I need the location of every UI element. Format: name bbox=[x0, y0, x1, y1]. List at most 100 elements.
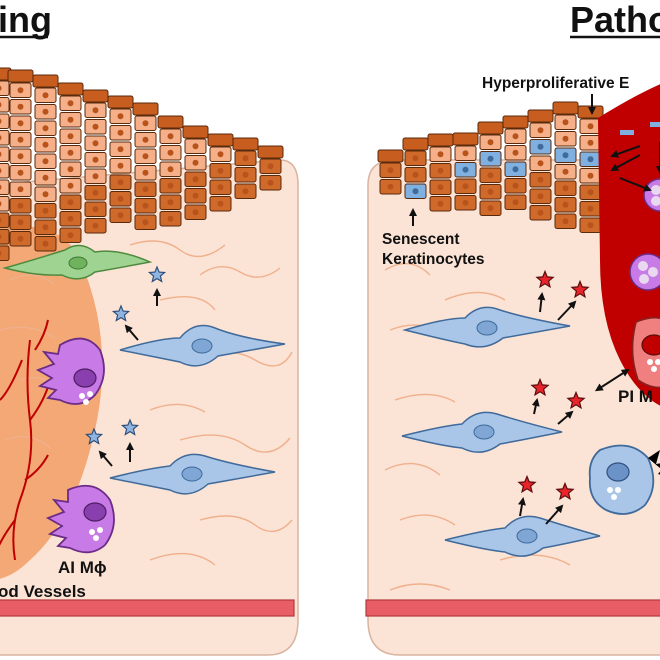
signal-star bbox=[111, 304, 131, 322]
keratinocyte bbox=[34, 137, 57, 153]
senescent-keratinocyte bbox=[504, 161, 527, 177]
keratinocyte bbox=[59, 227, 82, 243]
senescent-label-line1: Senescent bbox=[382, 231, 460, 248]
secretion-arrow bbox=[98, 450, 113, 467]
keratinocyte bbox=[34, 170, 57, 186]
keratinocyte bbox=[184, 155, 207, 171]
keratinocyte bbox=[504, 128, 527, 144]
secretion-arrow bbox=[557, 410, 574, 425]
keratinocyte bbox=[9, 148, 32, 164]
keratinocyte bbox=[9, 132, 32, 148]
cornified-cell bbox=[577, 105, 604, 119]
fibroblast bbox=[119, 324, 286, 367]
keratinocyte bbox=[9, 82, 32, 98]
keratinocyte bbox=[134, 181, 157, 197]
keratinocyte bbox=[454, 195, 477, 211]
keratinocyte bbox=[554, 114, 577, 130]
keratinocyte bbox=[59, 211, 82, 227]
keratinocyte bbox=[84, 201, 107, 217]
keratinocyte bbox=[84, 102, 107, 118]
cornified-cell bbox=[377, 149, 404, 163]
keratinocyte bbox=[159, 211, 182, 227]
senescent-keratinocyte bbox=[479, 151, 502, 167]
signal-star bbox=[517, 474, 537, 494]
cornified-cell bbox=[82, 89, 109, 103]
keratinocyte bbox=[209, 179, 232, 195]
keratinocyte bbox=[84, 218, 107, 234]
keratinocyte bbox=[9, 115, 32, 131]
senescent-label-line2: Keratinocytes bbox=[382, 251, 485, 268]
keratinocyte bbox=[0, 245, 10, 261]
keratinocyte bbox=[479, 200, 502, 216]
keratinocyte bbox=[554, 213, 577, 229]
signal-star bbox=[566, 390, 586, 410]
keratinocyte bbox=[34, 219, 57, 235]
fibroblast bbox=[402, 306, 571, 348]
left-panel-title: ing bbox=[0, 0, 52, 40]
fibroblast bbox=[444, 515, 601, 557]
cornified-cell bbox=[157, 115, 184, 129]
keratinocyte bbox=[579, 168, 602, 184]
keratinocyte bbox=[234, 183, 257, 199]
keratinocyte bbox=[0, 196, 10, 212]
keratinocyte bbox=[134, 115, 157, 131]
keratinocyte bbox=[259, 175, 282, 191]
neutrophil bbox=[629, 253, 660, 291]
keratinocyte bbox=[529, 188, 552, 204]
keratinocyte bbox=[454, 178, 477, 194]
signal-star bbox=[147, 265, 167, 283]
signal-star bbox=[535, 269, 555, 289]
keratinocyte bbox=[134, 165, 157, 181]
keratinocyte bbox=[0, 80, 10, 96]
keratinocyte bbox=[159, 128, 182, 144]
senescent-keratinocyte bbox=[454, 162, 477, 178]
secretion-arrow bbox=[124, 324, 139, 341]
keratinocyte bbox=[34, 203, 57, 219]
keratinocyte bbox=[134, 132, 157, 148]
keratinocyte bbox=[159, 161, 182, 177]
blood-vessels-label: od Vessels bbox=[0, 582, 86, 601]
secretion-arrow bbox=[557, 300, 577, 321]
keratinocyte bbox=[59, 194, 82, 210]
keratinocyte bbox=[579, 201, 602, 217]
keratinocyte bbox=[59, 178, 82, 194]
keratinocyte bbox=[379, 162, 402, 178]
fibroblast bbox=[109, 453, 276, 495]
clot-arrows bbox=[610, 142, 660, 192]
keratinocyte bbox=[529, 205, 552, 221]
keratinocyte bbox=[0, 212, 10, 228]
keratinocyte bbox=[209, 163, 232, 179]
cornified-cell bbox=[107, 95, 134, 109]
keratinocyte bbox=[9, 198, 32, 214]
cornified-cell bbox=[502, 115, 529, 129]
keratinocyte bbox=[0, 97, 10, 113]
cornified-cell bbox=[132, 102, 159, 116]
cell-debris bbox=[620, 122, 660, 135]
cornified-cell bbox=[452, 132, 479, 146]
ai-macrophage bbox=[35, 337, 105, 405]
senescent-keratinocyte bbox=[404, 183, 427, 199]
keratinocyte bbox=[84, 135, 107, 151]
keratinocyte bbox=[109, 158, 132, 174]
signal-star bbox=[555, 481, 575, 501]
cornified-cell bbox=[427, 133, 454, 147]
cornified-cell bbox=[527, 109, 554, 123]
keratinocyte bbox=[84, 119, 107, 135]
keratinocyte bbox=[84, 168, 107, 184]
cornified-cell bbox=[57, 82, 84, 96]
keratinocyte bbox=[84, 185, 107, 201]
keratinocyte bbox=[59, 161, 82, 177]
keratinocyte bbox=[109, 125, 132, 141]
keratinocyte bbox=[554, 180, 577, 196]
ai-macrophage bbox=[45, 484, 115, 554]
signal-star bbox=[120, 418, 140, 436]
keratinocyte bbox=[134, 214, 157, 230]
cornified-cell bbox=[552, 101, 579, 115]
keratinocyte bbox=[0, 163, 10, 179]
keratinocyte bbox=[504, 145, 527, 161]
right-panel-title: Patho bbox=[570, 0, 660, 40]
cornified-cell bbox=[182, 125, 209, 139]
keratinocyte bbox=[59, 128, 82, 144]
keratinocyte bbox=[504, 178, 527, 194]
pi-macrophage bbox=[631, 316, 660, 389]
